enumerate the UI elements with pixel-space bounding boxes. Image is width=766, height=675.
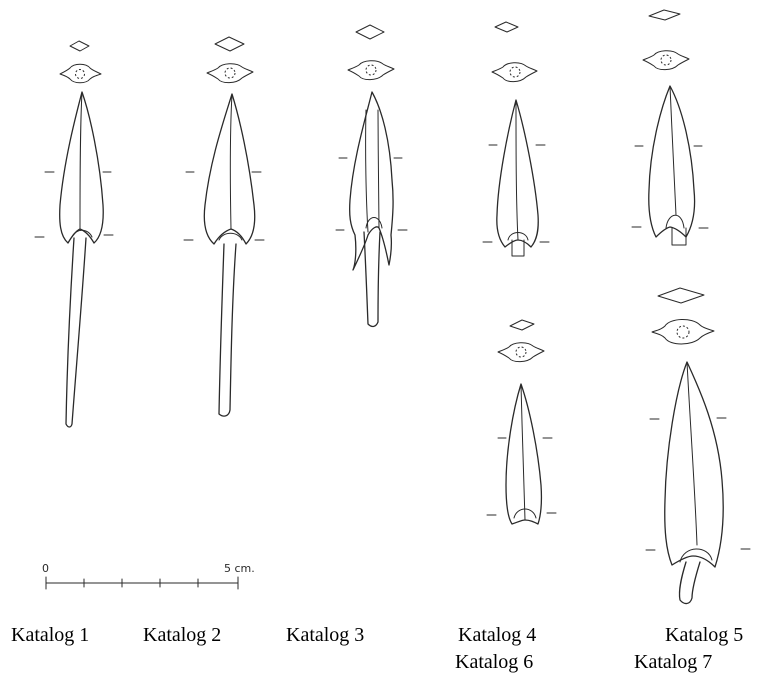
- caption-katalog-1: Katalog 1: [11, 624, 90, 646]
- arrowhead-katalog-5: [631, 9, 709, 246]
- arrowhead-drawing: [34, 91, 114, 428]
- cross-section-blade: [509, 319, 535, 331]
- arrowhead-drawing: [486, 383, 557, 525]
- cross-section-socket: [651, 319, 715, 345]
- cross-section-socket: [497, 342, 545, 363]
- arrowhead-katalog-6: [486, 319, 557, 525]
- arrowhead-katalog-4: [482, 21, 550, 257]
- scale-end-label: 5 cm.: [224, 562, 255, 575]
- cross-section-blade: [355, 24, 385, 40]
- arrowhead-drawing: [183, 93, 265, 417]
- caption-katalog-7: Katalog 7: [634, 651, 713, 673]
- arrowhead-katalog-1: [34, 40, 114, 428]
- arrowhead-drawing: [645, 361, 751, 605]
- caption-katalog-4: Katalog 4: [458, 624, 537, 646]
- cross-section-socket: [206, 63, 254, 84]
- caption-katalog-2: Katalog 2: [143, 624, 222, 646]
- cross-section-blade: [648, 9, 681, 21]
- arrowhead-drawing: [335, 91, 408, 328]
- arrowhead-drawing: [631, 85, 709, 246]
- arrowhead-katalog-2: [183, 36, 265, 417]
- scale-bar: 0 5 cm.: [42, 562, 255, 590]
- arrowhead-drawing: [482, 99, 550, 257]
- caption-katalog-3: Katalog 3: [286, 624, 365, 646]
- arrowhead-katalog-3: [335, 24, 408, 328]
- caption-katalog-5: Katalog 5: [665, 624, 744, 646]
- cross-section-blade: [69, 40, 90, 52]
- caption-katalog-6: Katalog 6: [455, 651, 534, 673]
- cross-section-blade: [494, 21, 519, 33]
- arrowhead-katalog-7: [645, 287, 751, 605]
- cross-section-socket: [347, 60, 395, 81]
- cross-section-socket: [491, 62, 538, 83]
- scale-start-label: 0: [42, 562, 49, 575]
- cross-section-blade: [214, 36, 245, 52]
- cross-section-socket: [642, 50, 690, 71]
- cross-section-blade: [657, 287, 705, 304]
- cross-section-socket: [59, 63, 102, 84]
